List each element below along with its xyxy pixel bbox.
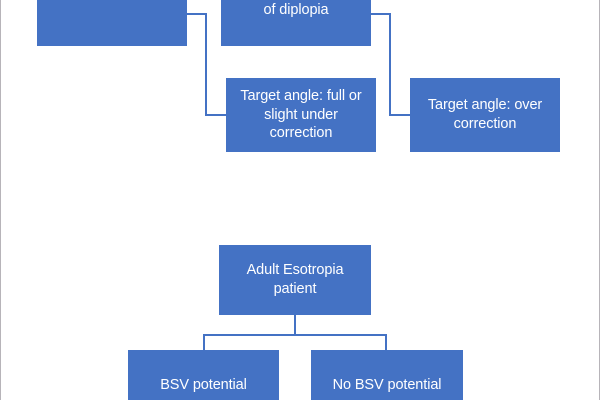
- node-target-angle-full-or-slight-under-correction[interactable]: Target angle: full or slight under corre…: [226, 78, 376, 152]
- connector-assess-to-target-full-v: [205, 13, 207, 116]
- connector-to-bsv-potential: [203, 334, 205, 351]
- connector-scotoma-to-target-over-h1: [371, 13, 391, 15]
- node-adult-esotropia-patient[interactable]: Adult Esotropia patient: [219, 245, 371, 315]
- node-adult-esotropia-patient-label: Adult Esotropia patient: [246, 262, 344, 297]
- connector-adult-eso-bus: [203, 334, 387, 336]
- node-scotoma-diplopia-label: scotoma and risk of diplopia: [263, 1, 329, 18]
- node-scotoma-diplopia[interactable]: scotoma and risk of diplopia: [221, 0, 371, 46]
- node-target-angle-over-correction[interactable]: Target angle: over correction: [410, 78, 560, 152]
- node-bsv-potential-label: BSV potential: [160, 377, 247, 393]
- node-no-bsv-potential-label: No BSV potential: [332, 377, 442, 393]
- connector-adult-eso-stem: [294, 315, 296, 335]
- node-no-bsv-potential[interactable]: No BSV potential: [311, 350, 463, 400]
- node-assess-bsv[interactable]: Assess level of BSV: [37, 0, 187, 46]
- node-bsv-potential[interactable]: BSV potential: [128, 350, 279, 400]
- node-target-angle-full-label: Target angle: full or slight under corre…: [240, 88, 362, 142]
- connector-scotoma-to-target-over-v: [389, 13, 391, 116]
- node-target-angle-over-label: Target angle: over correction: [427, 97, 543, 132]
- connector-scotoma-to-target-over-h2: [389, 114, 411, 116]
- connector-assess-to-target-full-h2: [205, 114, 227, 116]
- connector-to-no-bsv-potential: [385, 334, 387, 351]
- node-assess-bsv-label: Assess level of BSV: [41, 0, 183, 1]
- connector-assess-to-target-full-h1: [187, 13, 207, 15]
